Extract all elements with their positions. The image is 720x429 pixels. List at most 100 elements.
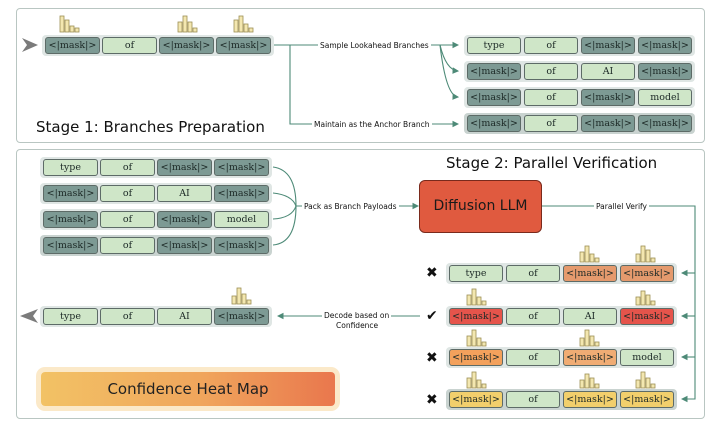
confidence-bar bbox=[471, 371, 477, 389]
confidence-bar bbox=[466, 335, 472, 347]
sample-branches-label: Sample Lookahead Branches bbox=[318, 41, 431, 50]
confidence-bar bbox=[584, 329, 590, 347]
confidence-bar bbox=[635, 253, 641, 263]
payload-token: of bbox=[100, 211, 155, 228]
output-token: of bbox=[100, 308, 155, 325]
branch-token: of bbox=[524, 115, 578, 132]
confidence-bar bbox=[589, 335, 595, 347]
result-row bbox=[446, 347, 677, 368]
reject-icon: ✖ bbox=[426, 350, 438, 366]
confidence-bar bbox=[236, 287, 242, 305]
branch-token: of bbox=[524, 37, 578, 54]
reject-icon: ✖ bbox=[426, 392, 438, 408]
output-token: AI bbox=[157, 308, 212, 325]
branch-row bbox=[464, 87, 695, 108]
pack-line-2 bbox=[272, 192, 297, 207]
sample-branch-arrow-2 bbox=[439, 44, 460, 74]
result-token: <|mask|> bbox=[449, 349, 503, 366]
output-pointer-icon bbox=[20, 309, 38, 323]
confidence-bar bbox=[192, 27, 198, 33]
payload-token: <|mask|> bbox=[214, 159, 269, 176]
result-row bbox=[446, 306, 677, 327]
confidence-bar bbox=[233, 19, 239, 33]
confidence-bar bbox=[187, 21, 193, 33]
result-token: AI bbox=[563, 308, 617, 325]
confidence-bar bbox=[64, 19, 70, 33]
result-token: <|mask|> bbox=[563, 265, 617, 282]
confidence-bar bbox=[69, 25, 75, 33]
confidence-bar bbox=[579, 379, 585, 389]
result-token: of bbox=[506, 349, 560, 366]
branch-token: of bbox=[524, 89, 578, 106]
confidence-heatmap-legend: Confidence Heat Map bbox=[41, 372, 335, 406]
result-token: <|mask|> bbox=[620, 308, 674, 325]
branch-token: <|mask|> bbox=[638, 115, 692, 132]
confidence-bar bbox=[238, 15, 244, 33]
branch-token: <|mask|> bbox=[467, 115, 521, 132]
branch-row bbox=[464, 35, 695, 56]
payload-token: AI bbox=[157, 185, 212, 202]
confidence-bar bbox=[584, 373, 590, 389]
confidence-bar bbox=[476, 296, 482, 306]
confidence-bar bbox=[640, 245, 646, 263]
branch-token: of bbox=[524, 63, 578, 80]
confidence-bar bbox=[243, 23, 249, 33]
diffusion-llm-block: Diffusion LLM bbox=[419, 180, 542, 233]
branch-token: <|mask|> bbox=[638, 63, 692, 80]
pack-line-3 bbox=[272, 205, 297, 220]
payload-token: <|mask|> bbox=[43, 185, 98, 202]
result-token: model bbox=[620, 349, 674, 366]
stage2-title: Stage 2: Parallel Verification bbox=[446, 154, 658, 172]
branch-row bbox=[464, 61, 695, 82]
confidence-bar bbox=[640, 290, 646, 306]
confidence-bar bbox=[246, 299, 252, 305]
payload-token: <|mask|> bbox=[43, 237, 98, 254]
branch-token: <|mask|> bbox=[467, 63, 521, 80]
accept-icon: ✔ bbox=[426, 308, 438, 324]
payload-token: <|mask|> bbox=[157, 159, 212, 176]
payload-token: <|mask|> bbox=[157, 237, 212, 254]
confidence-bar bbox=[481, 300, 487, 306]
confidence-bar bbox=[476, 337, 482, 347]
payload-token: <|mask|> bbox=[214, 185, 269, 202]
result-token: <|mask|> bbox=[449, 308, 503, 325]
pack-label: Pack as Branch Payloads bbox=[302, 202, 399, 211]
branch-token: type bbox=[467, 37, 521, 54]
confidence-bar bbox=[471, 329, 477, 347]
branch-token: AI bbox=[581, 63, 635, 80]
output-token: type bbox=[43, 308, 98, 325]
confidence-bar bbox=[635, 296, 641, 306]
confidence-bar bbox=[650, 257, 656, 263]
confidence-bar bbox=[594, 257, 600, 263]
confidence-bar bbox=[645, 377, 651, 389]
branch-token: model bbox=[638, 89, 692, 106]
confidence-bar bbox=[650, 383, 656, 389]
input-token: <|mask|> bbox=[216, 37, 271, 54]
pack-line-4 bbox=[272, 205, 297, 246]
decode-label: Confidence bbox=[334, 321, 381, 330]
result-token: of bbox=[506, 308, 560, 325]
result-token: <|mask|> bbox=[563, 349, 617, 366]
result-token: of bbox=[506, 265, 560, 282]
confidence-bar bbox=[74, 27, 80, 33]
anchor-branch-row bbox=[464, 113, 695, 134]
confidence-bar bbox=[594, 341, 600, 347]
branch-token: <|mask|> bbox=[638, 37, 692, 54]
payload-token: model bbox=[214, 211, 269, 228]
result-token: <|mask|> bbox=[620, 265, 674, 282]
parallel-verify-label: Parallel Verify bbox=[594, 202, 649, 211]
payload-token: <|mask|> bbox=[43, 211, 98, 228]
confidence-bar bbox=[471, 288, 477, 306]
sample-branch-arrow-3 bbox=[439, 44, 460, 100]
branch-token: <|mask|> bbox=[581, 115, 635, 132]
confidence-bar bbox=[59, 15, 65, 33]
output-token: <|mask|> bbox=[214, 308, 269, 325]
reject-icon: ✖ bbox=[426, 265, 438, 281]
result-token: type bbox=[449, 265, 503, 282]
confidence-bar bbox=[231, 295, 237, 305]
anchor-branch-label: Maintain as the Anchor Branch bbox=[312, 120, 432, 129]
confidence-bar bbox=[645, 249, 651, 263]
result-token: of bbox=[506, 391, 560, 408]
payload-token: <|mask|> bbox=[214, 237, 269, 254]
confidence-bar bbox=[579, 337, 585, 347]
